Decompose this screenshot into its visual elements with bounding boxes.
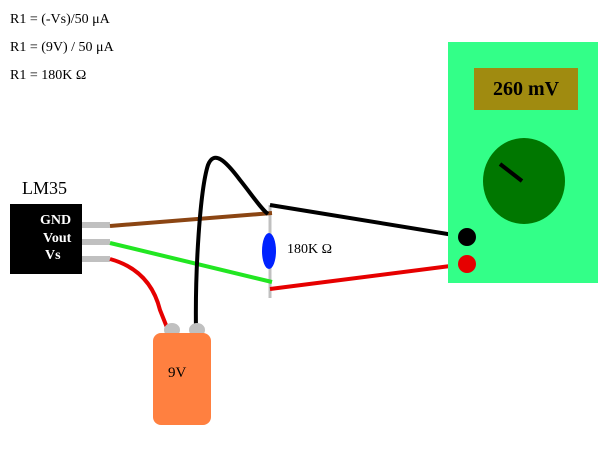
resistor-body — [262, 233, 276, 269]
equation-1: R1 = (-Vs)/50 μA — [10, 12, 110, 27]
lm35-chip: GND Vout Vs — [10, 204, 82, 274]
equation-2: R1 = (9V) / 50 μA — [10, 40, 114, 55]
equation-3: R1 = 180K Ω — [10, 68, 87, 83]
pin-vs-lead — [82, 256, 110, 262]
meter-display: 260 mV — [474, 68, 578, 110]
signal-wire — [109, 241, 273, 284]
meter-com-wire — [269, 203, 467, 239]
meter-dial-pointer-icon — [498, 162, 524, 183]
pin-label-gnd: GND — [40, 213, 72, 228]
meter-v-jack[interactable] — [458, 255, 476, 273]
battery-ground-wire — [193, 155, 270, 331]
pin-label-vout: Vout — [43, 231, 72, 246]
meter-dial[interactable] — [483, 138, 565, 224]
pin-label-vs: Vs — [45, 248, 61, 263]
meter-v-wire — [269, 262, 467, 291]
supply-wire-battery — [109, 257, 170, 331]
pin-vout-lead — [82, 239, 110, 245]
resistor-label: 180K Ω — [287, 242, 333, 257]
battery-label: 9V — [168, 365, 187, 381]
meter-com-jack[interactable] — [458, 228, 476, 246]
ground-wire — [109, 211, 273, 228]
sensor-name: LM35 — [22, 178, 67, 198]
pin-gnd-lead — [82, 222, 110, 228]
battery-body — [153, 333, 211, 425]
